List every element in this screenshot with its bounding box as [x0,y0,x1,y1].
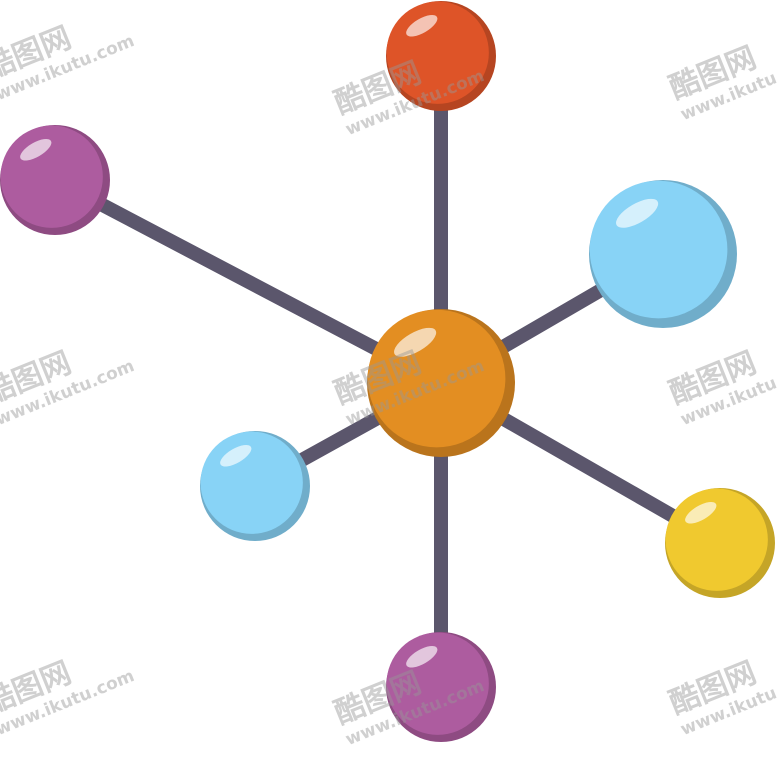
atom-center-highlight [394,327,437,357]
atom-top-highlight [406,14,438,37]
atom-right-lower-highlight [685,501,717,524]
atom-left-upper-highlight [20,138,52,161]
atom-right-upper-body [589,180,728,319]
atom-center-body [367,309,506,448]
atom-right-lower-body [665,488,768,591]
atom-right-upper-highlight [616,198,659,228]
atom-left-upper [0,125,110,235]
atom-left-upper-body [0,125,103,228]
atom-spheres [0,1,775,742]
atom-bottom-body [386,632,489,735]
atom-top [386,1,496,111]
molecule-illustration [0,1,775,742]
atom-left-lower-highlight [220,444,252,467]
atom-center [367,309,515,457]
atom-left-lower [200,431,310,541]
atom-top-body [386,1,489,104]
atom-right-lower [665,488,775,598]
atom-bottom [386,632,496,742]
atom-right-upper [589,180,737,328]
atom-bottom-highlight [406,645,438,668]
atom-left-lower-body [200,431,303,534]
